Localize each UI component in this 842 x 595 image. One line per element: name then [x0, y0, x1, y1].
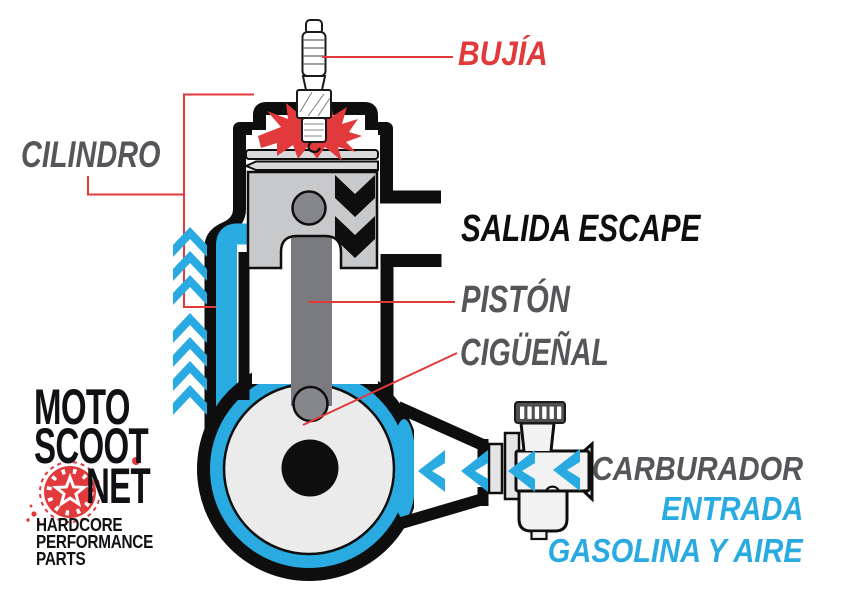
intake-manifold-flange-top: [477, 439, 489, 458]
spark-plug-ribs: [303, 39, 325, 65]
engine: [87, 19, 442, 581]
carb-cap-knurl: [527, 406, 532, 419]
transfer-flow-arrow-icon: [173, 275, 207, 305]
intake-flow-arrow-icon: [553, 449, 580, 491]
transfer-flow-arrow-icon: [173, 227, 207, 257]
carb-cap-knurl: [542, 406, 547, 419]
carb-float-bowl: [517, 489, 569, 533]
wrist-pin: [291, 190, 327, 226]
exhaust-duct-bottom: [380, 254, 442, 267]
spark-plug-taper: [301, 75, 327, 91]
transfer-port-channel: [216, 223, 252, 420]
intake-flow-arrow-icon: [461, 450, 488, 492]
carb-drain-plug: [530, 529, 548, 541]
label-cilindro: CILINDRO: [21, 134, 161, 175]
label-salida-escape: SALIDA ESCAPE: [461, 208, 701, 250]
cylinder-right-wall-lower: [380, 254, 394, 414]
spark-plug-hatch: [299, 91, 331, 117]
leader-line-cilindro: [87, 93, 254, 308]
label-carburador: CARBURADOR: [591, 450, 803, 487]
intake-mixture-bulge: [392, 419, 416, 519]
intake-flow-arrows: [418, 449, 580, 492]
carb-cap-knurl: [549, 406, 554, 419]
gear-teeth: [39, 461, 101, 523]
logo-splatter: [29, 504, 33, 508]
logo-word-net: NET: [86, 458, 151, 514]
logo-tagline-hardcore: HARDCORE: [36, 515, 123, 535]
intake-system: [395, 401, 594, 541]
leader-lines: [302, 56, 458, 426]
carb-cap-knurl: [520, 406, 525, 419]
intake-manifold-top-wall: [395, 401, 486, 451]
label-piston: PISTÓN: [461, 279, 570, 321]
spark-plug-insulator: [301, 31, 327, 77]
logo-star-inner: [60, 481, 80, 501]
logo-splatter: [31, 511, 37, 517]
transfer-flow-arrow-icon: [173, 251, 207, 281]
label-entrada: ENTRADA: [661, 490, 803, 527]
exhaust-duct-top: [380, 190, 441, 204]
transfer-flow-arrow-icon: [173, 313, 207, 343]
logo-tagline-performance: PERFORMANCE: [36, 532, 154, 552]
carb-mounting-flange: [487, 442, 504, 495]
transfer-flow-arrow-icon: [173, 361, 207, 391]
crankshaft: [281, 439, 339, 497]
intake-flow-arrow-icon: [418, 450, 445, 492]
logo-word-moto: MOTO: [34, 379, 130, 435]
label-bujia: BUJÍA: [458, 35, 548, 73]
carb-slide-neck: [519, 421, 556, 452]
intake-flow-arrow-icon: [508, 450, 535, 492]
carb-cap-knurl: [557, 406, 562, 419]
spark-plug-thread: [304, 123, 324, 137]
logo-dot: [132, 457, 140, 465]
gear-inner-wedges: [46, 468, 94, 516]
label-ciguenal: CIGÜEÑAL: [460, 332, 609, 374]
transfer-flow-arrow-icon: [173, 337, 207, 367]
intake-manifold-bottom-wall: [396, 493, 485, 530]
logo-word-scoot: SCOOT: [34, 418, 149, 474]
leader-line-ciguenal: [302, 352, 458, 426]
intake-manifold-flange-bottom: [477, 487, 489, 506]
carb-cap-knurls: [520, 406, 562, 419]
logo-splatter: [26, 518, 30, 522]
transfer-flow-arrows: [173, 227, 207, 415]
logo-tagline-parts: PARTS: [36, 549, 86, 569]
connecting-rod: [291, 230, 332, 406]
logo-gear-icon: [26, 457, 140, 524]
spark-plug-electrode: [307, 141, 321, 154]
carb-cap-knurl: [534, 406, 540, 419]
carburetor: [487, 401, 594, 541]
spark-plug: [296, 19, 332, 154]
transfer-flow-arrow-icon: [173, 385, 207, 415]
label-gasolina-y-aire: GASOLINA Y AIRE: [548, 532, 803, 569]
exhaust-flow-arrow-icon: [335, 175, 375, 217]
piston-ring: [243, 160, 379, 171]
logo-splatter: [37, 520, 41, 524]
exhaust-flow-arrow-icon: [335, 216, 375, 258]
